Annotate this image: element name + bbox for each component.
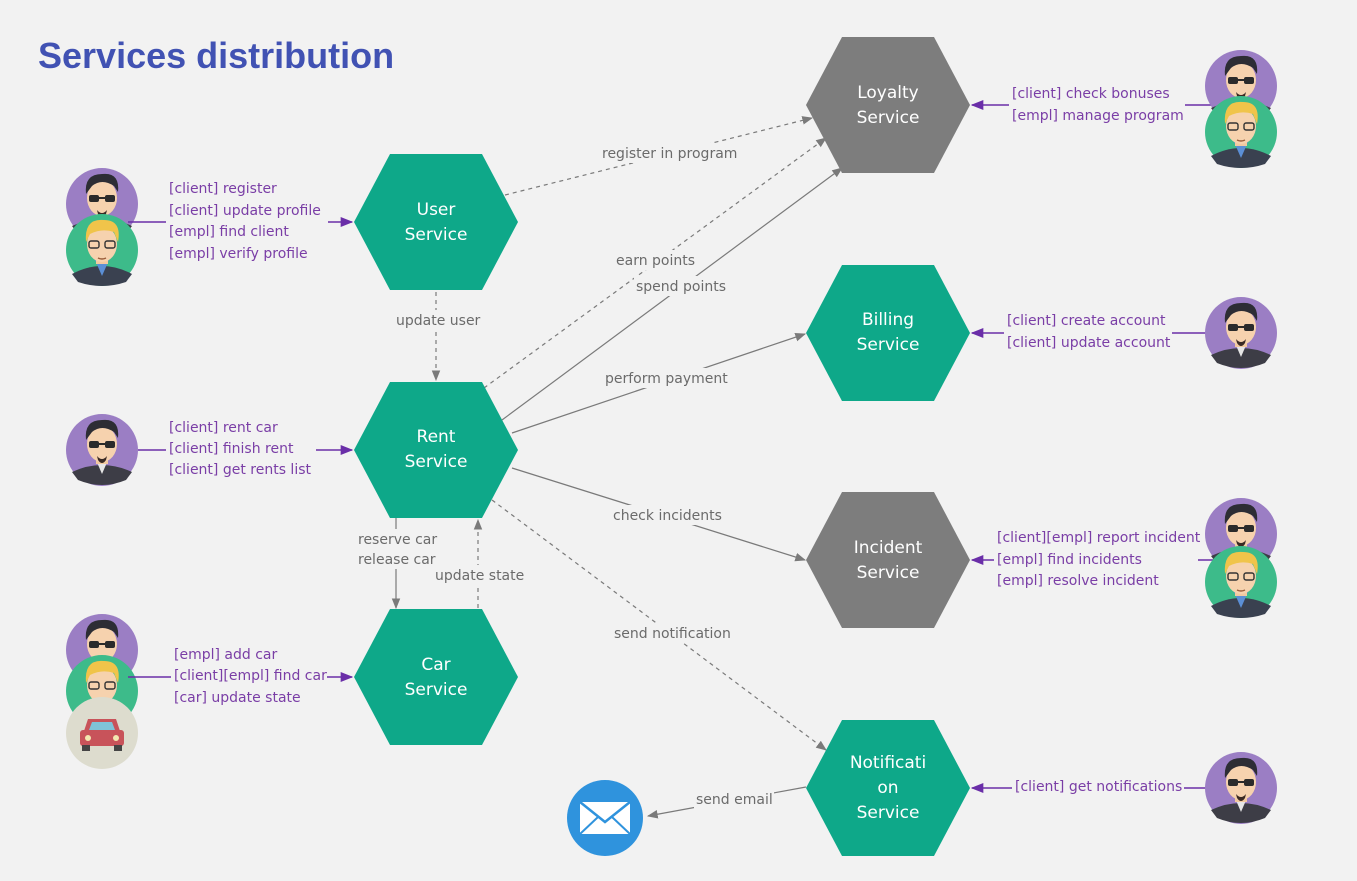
edge-label-send-notification: send notification — [614, 626, 731, 642]
actor-group-user: [client] register [client] update profil… — [66, 168, 354, 286]
edge-label-update-user: update user — [396, 313, 481, 329]
service-car[interactable]: Car Service — [354, 609, 518, 745]
hexagon-shape — [806, 37, 970, 173]
service-rent-label-1: Rent — [417, 427, 456, 447]
service-rent-label-2: Service — [405, 452, 468, 472]
action-item: [client] register — [169, 181, 277, 197]
actor-group-incident: [client][empl] report incident [empl] fi… — [970, 498, 1277, 618]
service-user[interactable]: User Service — [354, 154, 518, 290]
client-avatar-icon — [1205, 297, 1277, 369]
service-billing[interactable]: Billing Service — [806, 265, 970, 401]
hexagon-shape — [354, 609, 518, 745]
edge-label-earn-points: earn points — [616, 253, 695, 269]
edge-label-send-email: send email — [696, 792, 773, 808]
employee-avatar-icon — [1205, 96, 1277, 168]
action-item: [client] get rents list — [169, 462, 312, 478]
service-incident[interactable]: Incident Service — [806, 492, 970, 628]
service-notification-label-2: on — [877, 778, 898, 798]
actor-group-notification: [client] get notifications — [970, 752, 1277, 824]
edge-label-update-state: update state — [435, 568, 524, 584]
service-rent[interactable]: Rent Service — [354, 382, 518, 518]
hexagon-shape — [806, 720, 970, 856]
action-item: [client][empl] find car — [174, 668, 327, 684]
action-item: [empl] find incidents — [997, 552, 1142, 568]
action-item: [empl] resolve incident — [997, 573, 1159, 589]
action-item: [empl] verify profile — [169, 246, 308, 262]
client-avatar-icon — [66, 414, 138, 486]
hexagon-shape — [806, 265, 970, 401]
hexagon-shape — [354, 382, 518, 518]
service-user-label-2: Service — [405, 225, 468, 245]
hexagon-shape — [354, 154, 518, 290]
service-billing-label-1: Billing — [862, 310, 914, 330]
edge-label-register-in-program: register in program — [602, 146, 737, 162]
action-item: [client] check bonuses — [1012, 86, 1170, 102]
action-item: [client] finish rent — [169, 441, 294, 457]
edge-label-release-car: release car — [358, 552, 436, 568]
email-icon — [567, 780, 643, 856]
actor-group-rent: [client] rent car [client] finish rent [… — [66, 414, 354, 486]
service-billing-label-2: Service — [857, 335, 920, 355]
employee-avatar-icon — [66, 214, 138, 286]
service-incident-label-2: Service — [857, 563, 920, 583]
actor-group-billing: [client] create account [client] update … — [970, 297, 1277, 369]
edge-label-spend-points: spend points — [636, 279, 726, 295]
action-item: [client] create account — [1007, 313, 1166, 329]
action-item: [car] update state — [174, 690, 301, 706]
service-loyalty-label-1: Loyalty — [857, 83, 919, 103]
action-item: [empl] add car — [174, 647, 277, 663]
action-item: [empl] find client — [169, 224, 289, 240]
service-notification[interactable]: Notificati on Service — [806, 720, 970, 856]
action-item: [client] get notifications — [1015, 779, 1182, 795]
edge-label-reserve-car: reserve car — [358, 532, 437, 548]
action-item: [client] update account — [1007, 335, 1171, 351]
edge-label-check-incidents: check incidents — [613, 508, 722, 524]
service-car-label-2: Service — [405, 680, 468, 700]
car-avatar-icon — [66, 697, 138, 769]
service-loyalty[interactable]: Loyalty Service — [806, 37, 970, 173]
action-item: [client] update profile — [169, 203, 321, 219]
hexagon-shape — [806, 492, 970, 628]
actor-group-car: [empl] add car [client][empl] find car [… — [66, 614, 354, 769]
action-item: [client][empl] report incident — [997, 530, 1201, 546]
service-notification-label-1: Notificati — [850, 753, 926, 773]
page-title: Services distribution — [38, 35, 394, 76]
service-car-label-1: Car — [421, 655, 450, 675]
service-user-label-1: User — [417, 200, 456, 220]
edge-label-perform-payment: perform payment — [605, 371, 728, 387]
service-loyalty-label-2: Service — [857, 108, 920, 128]
client-avatar-icon — [1205, 752, 1277, 824]
action-item: [client] rent car — [169, 420, 278, 436]
action-item: [empl] manage program — [1012, 108, 1184, 124]
employee-avatar-icon — [1205, 546, 1277, 618]
service-notification-label-3: Service — [857, 803, 920, 823]
service-incident-label-1: Incident — [854, 538, 923, 558]
actor-group-loyalty: [client] check bonuses [empl] manage pro… — [970, 50, 1277, 168]
service-edges: register in program update user earn poi… — [356, 116, 843, 819]
